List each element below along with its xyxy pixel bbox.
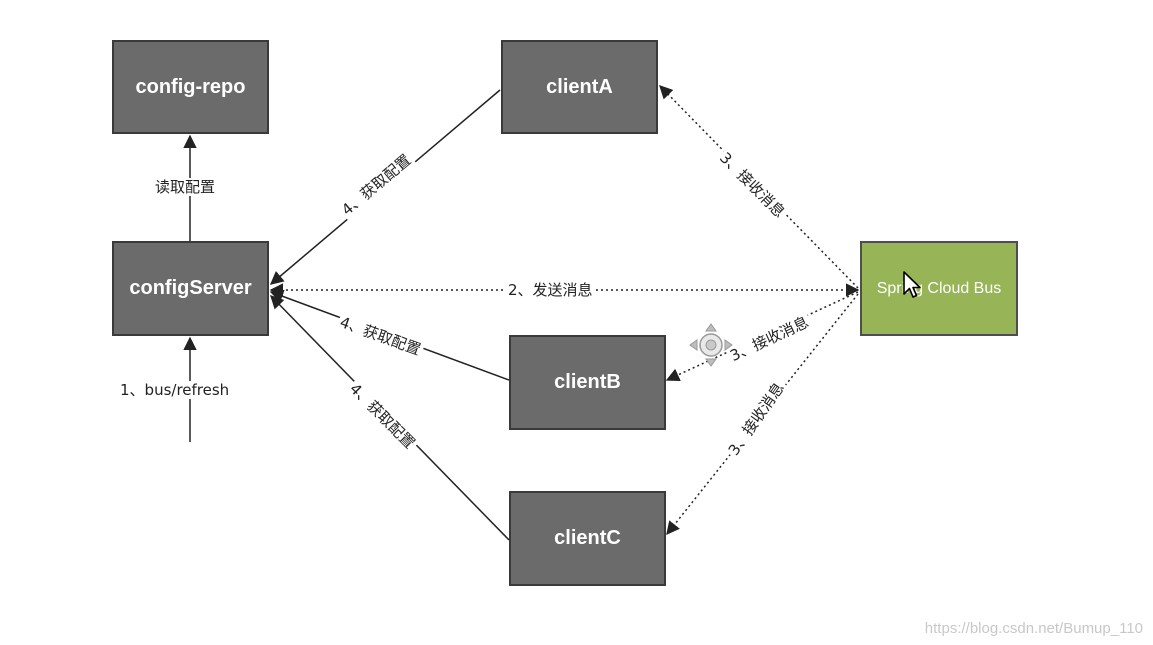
node-client-c: clientC bbox=[509, 491, 666, 586]
watermark: https://blog.csdn.net/Bumup_110 bbox=[924, 620, 1143, 637]
label-send-message: 2、发送消息 bbox=[506, 281, 595, 299]
mouse-cursor-icon bbox=[903, 271, 921, 298]
node-config-server: configServer bbox=[112, 241, 269, 336]
node-config-repo: config-repo bbox=[112, 40, 269, 134]
node-client-a: clientA bbox=[501, 40, 658, 134]
move-gizmo-icon bbox=[689, 323, 733, 367]
node-spring-cloud-bus: Spring Cloud Bus bbox=[860, 241, 1018, 336]
label-bus-refresh: 1、bus/refresh bbox=[118, 381, 232, 399]
node-client-b: clientB bbox=[509, 335, 666, 430]
edge-receive-c bbox=[666, 293, 859, 536]
label-read-config: 读取配置 bbox=[153, 178, 218, 196]
